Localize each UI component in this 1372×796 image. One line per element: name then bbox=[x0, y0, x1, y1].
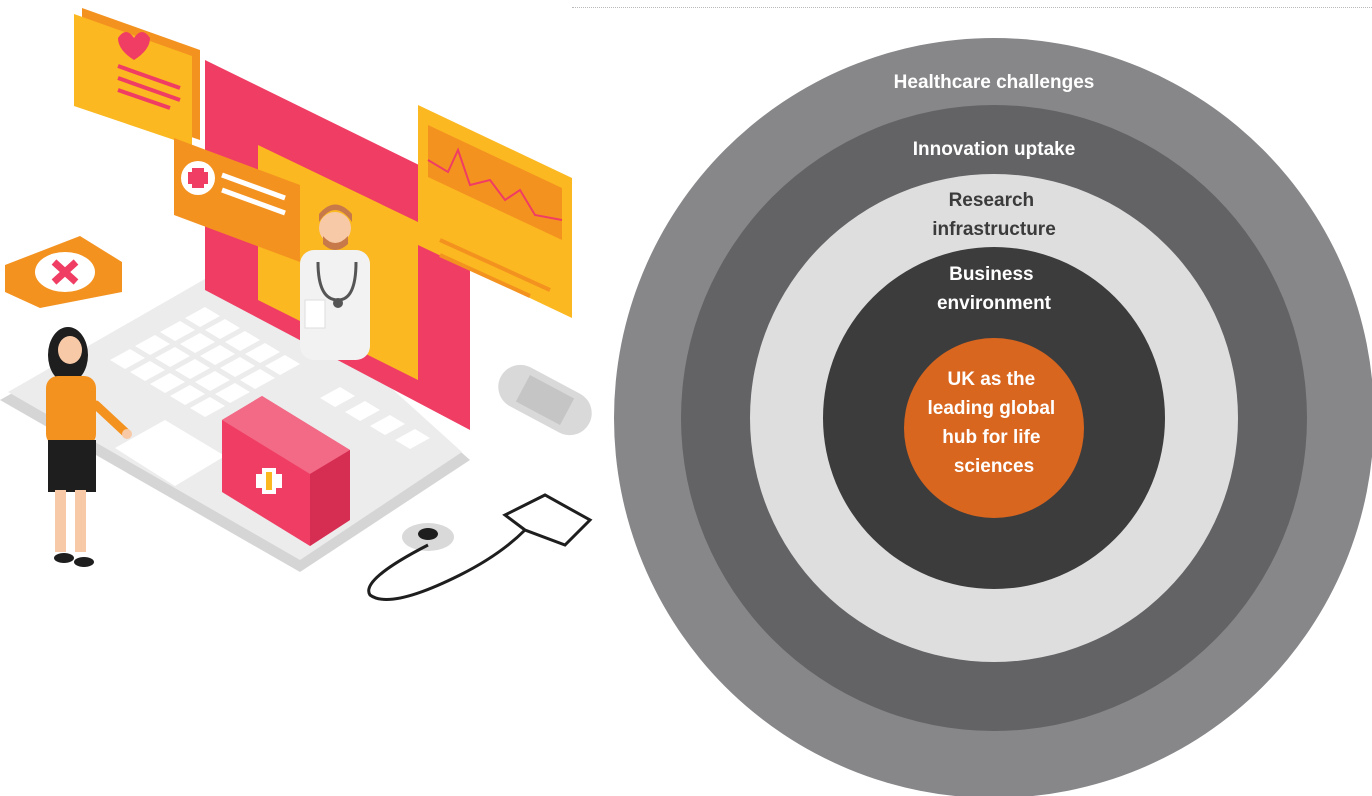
ring-label-innovation-uptake: Innovation uptake bbox=[913, 139, 1076, 160]
ring-label-healthcare-challenges: Healthcare challenges bbox=[894, 72, 1095, 93]
bandage-icon bbox=[498, 364, 592, 436]
medical-message-bubble bbox=[174, 138, 300, 262]
heart-message-bubble bbox=[74, 8, 200, 146]
top-dotted-divider bbox=[572, 7, 1372, 8]
doctor-icon bbox=[300, 204, 370, 360]
ecg-chart-icon bbox=[418, 105, 572, 318]
medical-cross-icon bbox=[188, 168, 208, 188]
heart-icon bbox=[118, 32, 150, 60]
core-uk-life-sciences-hub: UK as the leading global hub for life sc… bbox=[904, 338, 1084, 518]
stethoscope-icon bbox=[367, 493, 593, 601]
shield-icon bbox=[5, 236, 122, 308]
ring-label-business-environment: Business environment bbox=[937, 264, 1052, 314]
patient-icon bbox=[46, 327, 132, 567]
first-aid-kit-icon bbox=[222, 396, 350, 546]
telemedicine-illustration bbox=[0, 8, 593, 601]
core-label: UK as the leading global hub for life sc… bbox=[927, 369, 1060, 477]
ring-label-research-infrastructure: Research infrastructure bbox=[932, 190, 1056, 240]
